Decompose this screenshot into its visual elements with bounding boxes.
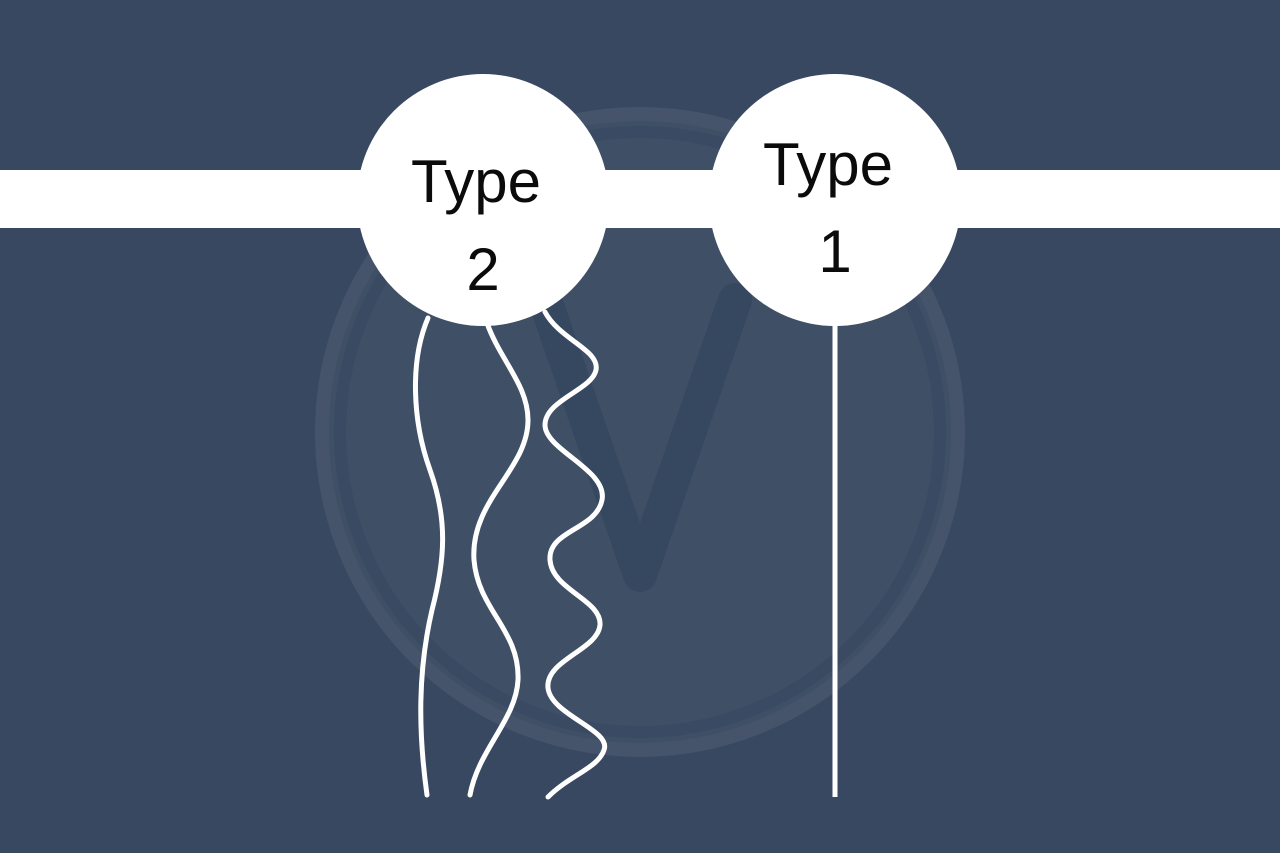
type-1-node: Type 1 [709, 74, 961, 326]
type-1-label-line1: Type [763, 131, 893, 198]
type-1-circle [709, 74, 961, 326]
type-1-label-line2: 1 [818, 218, 851, 285]
horizontal-band [0, 170, 1280, 228]
type-2-label-line1: Type [411, 148, 541, 215]
type-2-circle [357, 74, 609, 326]
type-2-strands [412, 309, 608, 800]
type-2-label-line2: 2 [466, 236, 499, 303]
type-2-node: Type 2 [357, 74, 609, 326]
strand-slightly-wavy [412, 315, 446, 798]
strand-medium-wave [467, 320, 531, 798]
strand-tight-wave [542, 309, 608, 800]
